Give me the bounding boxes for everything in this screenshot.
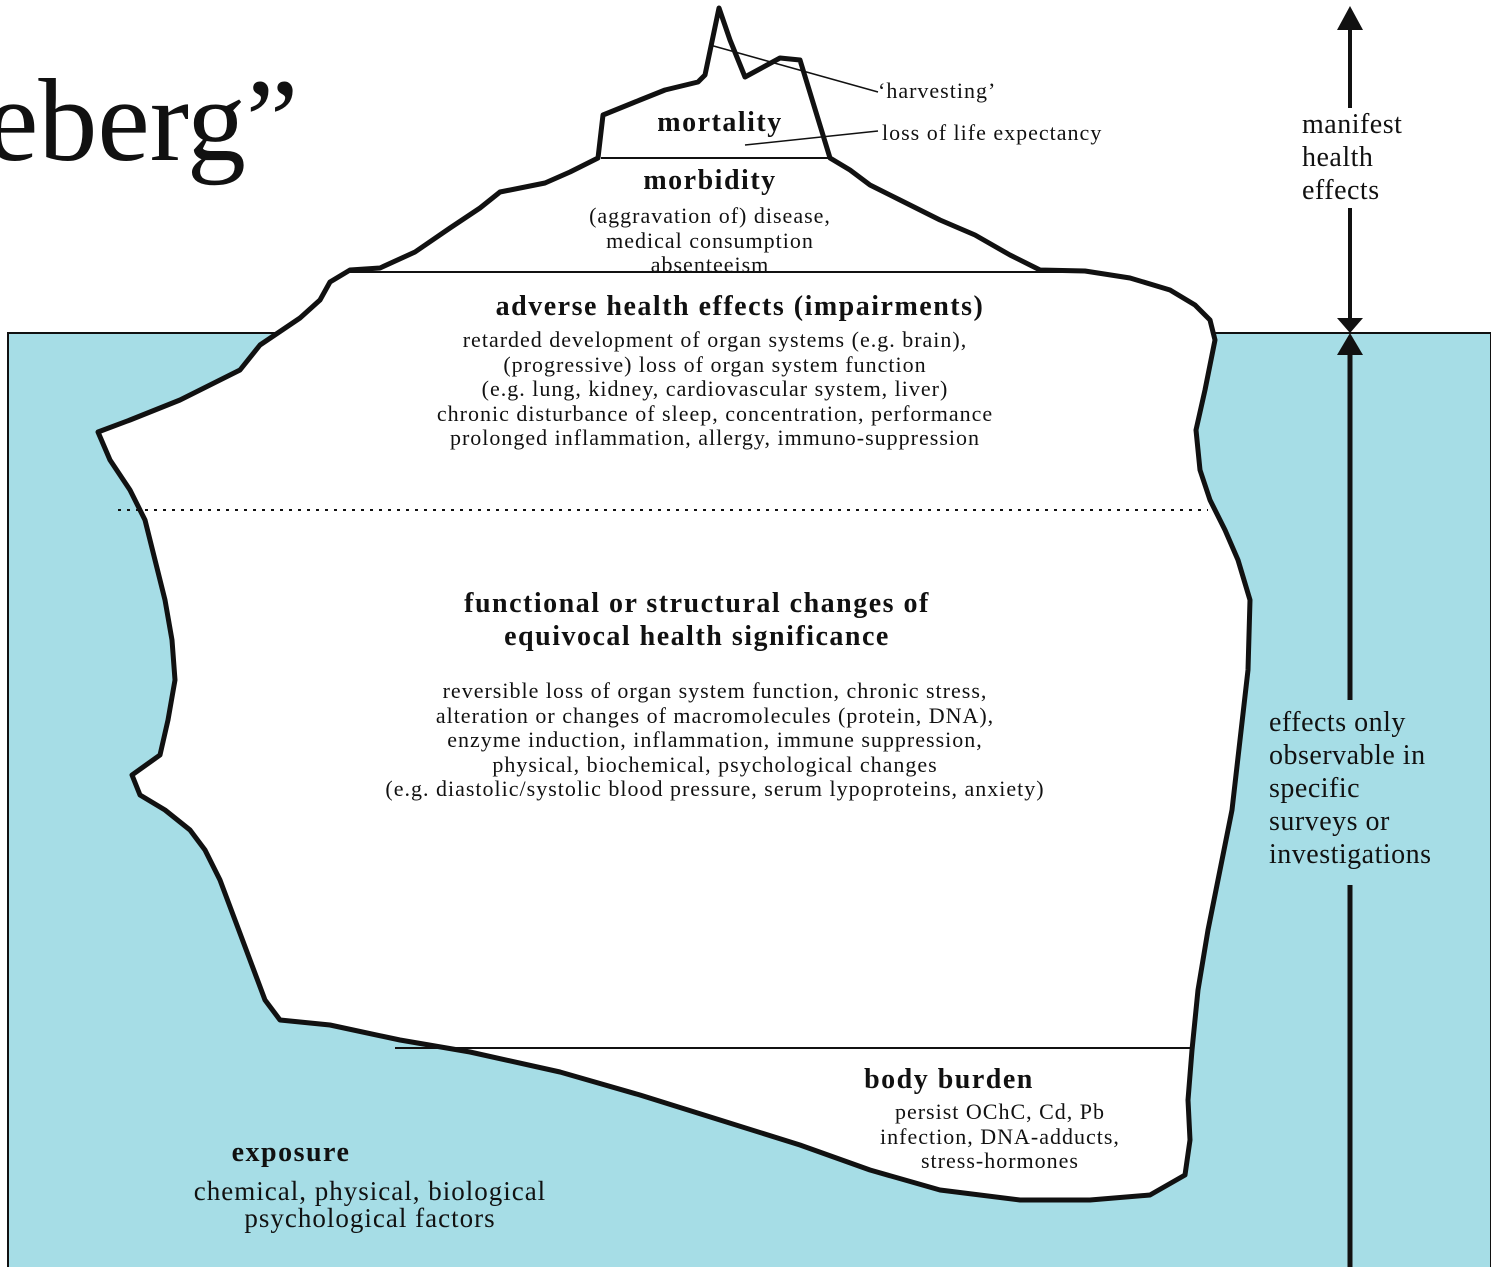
morbidity-heading: morbidity (643, 165, 777, 196)
side-line: surveys or (1269, 806, 1390, 837)
functional-line: enzyme induction, inflammation, immune s… (447, 727, 983, 752)
morbidity-line: absenteeism (650, 252, 770, 277)
morbidity-line: medical consumption (606, 227, 814, 253)
functional-heading-line: equivocal health significance (504, 621, 890, 652)
functional-line: (e.g. diastolic/systolic blood pressure,… (385, 776, 1045, 801)
adverse-line: prolonged inflammation, allergy, immuno-… (449, 425, 981, 450)
adverse-line: chronic disturbance of sleep, concentrat… (436, 400, 994, 426)
observable-arrow-up-head (1337, 333, 1363, 355)
functional-text: reversible loss of organ system function… (265, 678, 1165, 802)
manifest-arrow-down-head (1337, 318, 1363, 333)
adverse-line: (e.g. lung, kidney, cardiovascular syste… (481, 376, 949, 401)
body-burden-heading: body burden (864, 1064, 1034, 1095)
functional-line: alteration or changes of macromolecules … (435, 702, 995, 728)
harvesting-leader (709, 44, 879, 93)
mortality-heading: mortality (657, 107, 783, 138)
body-burden-text: persist OChC, Cd, Pb infection, DNA-addu… (820, 1099, 1180, 1174)
exposure-line: chemical, physical, biological (193, 1176, 547, 1206)
exposure-heading: exposure (231, 1137, 351, 1168)
body-burden-line: infection, DNA-adducts, (880, 1123, 1120, 1149)
side-line: specific (1269, 773, 1361, 804)
functional-heading: functional or structural changes of equi… (297, 587, 1097, 653)
side-line: observable in (1269, 740, 1426, 771)
adverse-text: retarded development of organ systems (e… (290, 327, 1140, 451)
morbidity-line: (aggravation of) disease, (589, 203, 831, 228)
loss-of-life-label: loss of life expectancy (882, 120, 1103, 145)
manifest-arrow-up-head (1337, 6, 1363, 30)
adverse-heading: adverse health effects (impairments) (495, 291, 985, 322)
side-line: investigations (1269, 839, 1432, 870)
side-line: effects only (1269, 707, 1406, 738)
exposure-text: chemical, physical, biological psycholog… (120, 1178, 620, 1232)
side-line: effects (1302, 175, 1380, 206)
side-line: health (1302, 142, 1374, 173)
side-line: manifest (1302, 109, 1403, 140)
adverse-line: retarded development of organ systems (e… (462, 327, 968, 352)
functional-line: physical, biochemical, psychological cha… (492, 751, 938, 777)
body-burden-line: stress-hormones (921, 1148, 1079, 1173)
loss-of-life-leader (744, 130, 879, 146)
page-title-fragment: eberg” (0, 55, 299, 186)
functional-line: reversible loss of organ system function… (442, 678, 988, 703)
exposure-line: psychological factors (244, 1203, 496, 1233)
body-burden-line: persist OChC, Cd, Pb (894, 1099, 1106, 1124)
adverse-line: (progressive) loss of organ system funct… (503, 351, 927, 377)
iceberg-outline (95, 5, 1253, 1203)
harvesting-label: ‘harvesting’ (878, 78, 997, 103)
manifest-health-effects-label: manifest health effects (1300, 108, 1405, 207)
observable-effects-label: effects only observable in specific surv… (1267, 706, 1434, 871)
functional-heading-line: functional or structural changes of (464, 588, 930, 619)
morbidity-text: (aggravation of) disease, medical consum… (480, 203, 940, 278)
